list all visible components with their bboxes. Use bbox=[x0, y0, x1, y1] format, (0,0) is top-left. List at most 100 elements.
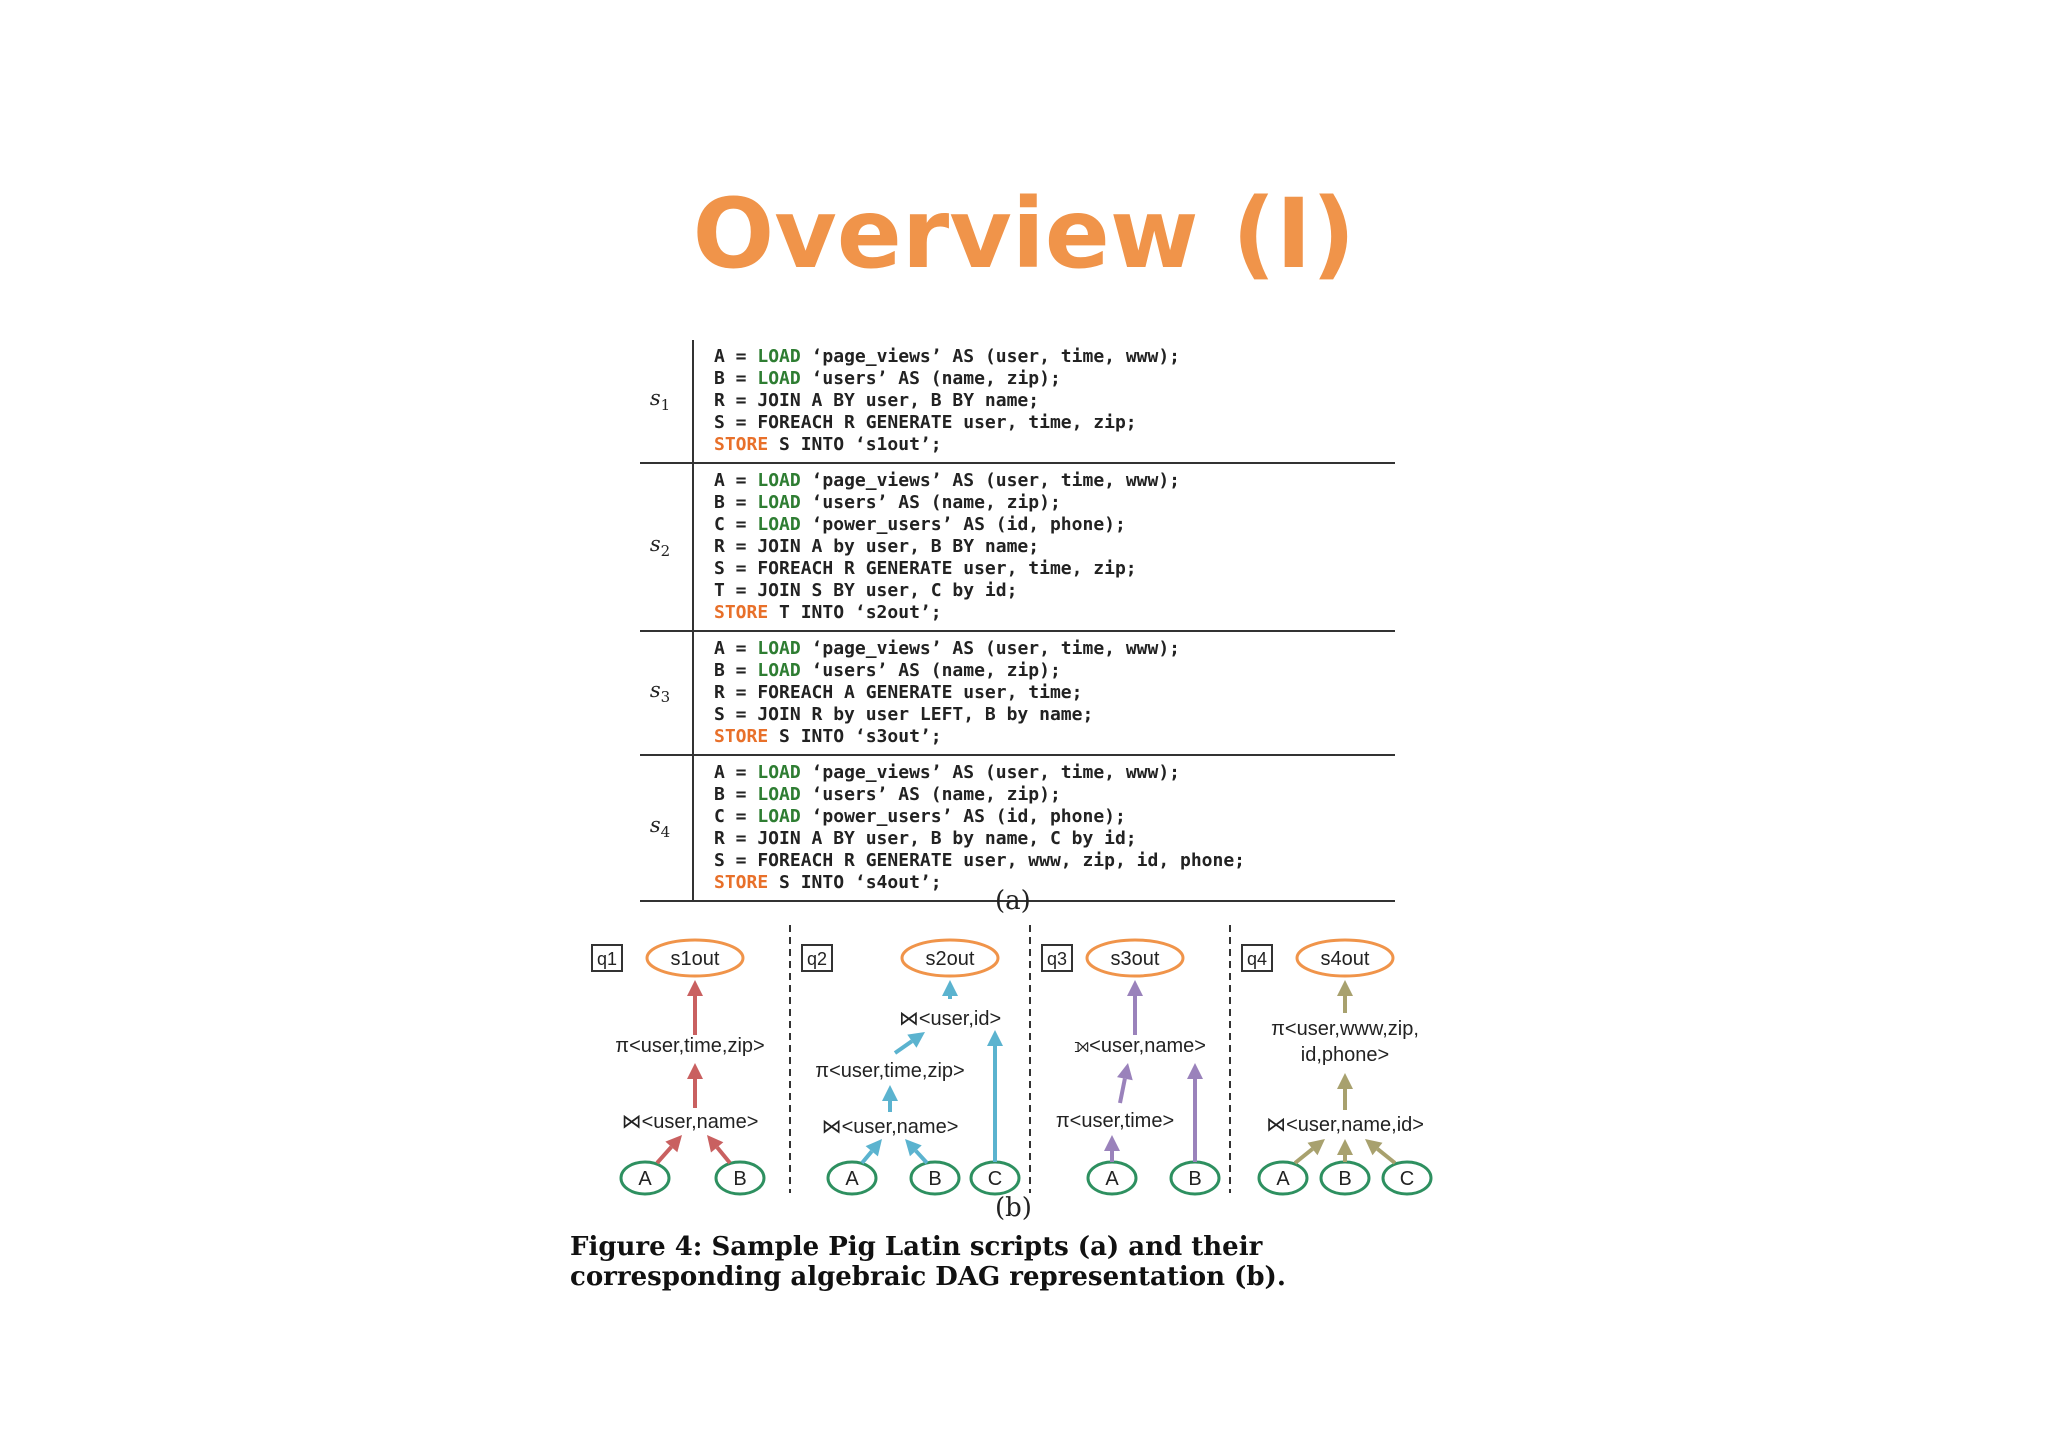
slide-title: Overview (I) bbox=[692, 178, 1356, 290]
edge-q1-a-join-head bbox=[665, 1135, 682, 1153]
edge-q2-a-join-head bbox=[865, 1139, 882, 1157]
join-node-q2-top: ⋈<user,id> bbox=[899, 1008, 1001, 1030]
code-line: A = LOAD ‘page_views’ AS (user, time, ww… bbox=[714, 470, 1181, 491]
output-node-s2out bbox=[900, 938, 1000, 978]
script-block-s3: s3 A = LOAD ‘page_views’ AS (user, time, … bbox=[640, 632, 1395, 756]
input-node-b-q3-label: B bbox=[1188, 1168, 1201, 1190]
query-box-q4 bbox=[1241, 944, 1273, 972]
edge-q3-proj-join-head bbox=[1117, 1063, 1133, 1081]
query-box-q3 bbox=[1041, 944, 1073, 972]
query-box-q1 bbox=[591, 944, 623, 972]
edge-q4-proj-out-head bbox=[1337, 980, 1353, 996]
code-line: STORE S INTO ‘s4out’; bbox=[714, 872, 942, 893]
edge-q2-c-join2-head bbox=[987, 1030, 1003, 1046]
edge-q3-join-out-head bbox=[1127, 980, 1143, 996]
query-box-q4-label: q4 bbox=[1247, 949, 1267, 969]
input-node-a-q4 bbox=[1257, 1160, 1309, 1196]
script-label: s2 bbox=[649, 532, 671, 561]
code-line: R = JOIN A BY user, B by name, C by id; bbox=[714, 828, 1137, 849]
code-line: R = JOIN A BY user, B BY name; bbox=[714, 390, 1040, 411]
output-node-s1out-label: s1out bbox=[671, 948, 720, 970]
script-label: s1 bbox=[649, 386, 671, 415]
output-node-s3out-label: s3out bbox=[1111, 948, 1160, 970]
code-line: R = FOREACH A GENERATE user, time; bbox=[714, 682, 1083, 703]
edge-q2-join-proj-head bbox=[882, 1085, 898, 1101]
code-line: R = JOIN A by user, B BY name; bbox=[714, 536, 1040, 557]
edge-q3-proj-join-shaft bbox=[1118, 1078, 1127, 1104]
edge-q4-c-join-head bbox=[1365, 1139, 1383, 1156]
input-node-b-q4-label: B bbox=[1338, 1168, 1351, 1190]
script-label: s4 bbox=[649, 813, 671, 842]
join-node-q4: ⋈<user,name,id> bbox=[1266, 1114, 1424, 1136]
script-block-s4: s4 A = LOAD ‘page_views’ AS (user, time, … bbox=[640, 756, 1395, 902]
edge-q1-b-join-head bbox=[707, 1135, 724, 1153]
code-line: T = JOIN S BY user, C by id; bbox=[714, 580, 1018, 601]
code-line: S = FOREACH R GENERATE user, time, zip; bbox=[714, 558, 1137, 579]
project-node-q2: π<user,time,zip> bbox=[815, 1060, 964, 1082]
join-node-q3: ⟕<user,name> bbox=[1074, 1035, 1206, 1057]
edge-q3-b-join-head bbox=[1187, 1063, 1203, 1079]
edge-q4-join-proj-head bbox=[1337, 1073, 1353, 1089]
project-node-q3: π<user,time> bbox=[1056, 1110, 1174, 1132]
query-box-q2 bbox=[801, 944, 833, 972]
input-node-a-q1-label: A bbox=[638, 1168, 652, 1190]
output-node-s3out bbox=[1085, 938, 1185, 978]
project-node-q4-line1: π<user,www,zip, bbox=[1271, 1018, 1419, 1040]
input-node-b-q1 bbox=[714, 1160, 766, 1196]
script-block-s2: s2 A = LOAD ‘page_views’ AS (user, time, … bbox=[640, 464, 1395, 632]
project-node-q4-line2: id,phone> bbox=[1301, 1044, 1389, 1066]
code-line: B = LOAD ‘users’ AS (name, zip); bbox=[714, 492, 1061, 513]
join-node-q1: ⋈<user,name> bbox=[622, 1111, 759, 1133]
dag-caption: (b) bbox=[995, 1193, 1032, 1223]
input-node-a-q4-label: A bbox=[1276, 1168, 1290, 1190]
pig-latin-scripts-table: s1 A = LOAD ‘page_views’ AS (user, time, … bbox=[640, 340, 1395, 902]
code-line: B = LOAD ‘users’ AS (name, zip); bbox=[714, 660, 1061, 681]
input-node-c-q2-label: C bbox=[988, 1168, 1002, 1190]
edge-q1-b-join-shaft bbox=[715, 1146, 732, 1165]
code-line: C = LOAD ‘power_users’ AS (id, phone); bbox=[714, 806, 1126, 827]
edge-q2-proj-join2-head bbox=[907, 1032, 925, 1048]
code-line: S = FOREACH R GENERATE user, time, zip; bbox=[714, 412, 1137, 433]
script-label: s3 bbox=[649, 678, 671, 707]
edge-q4-b-join-head bbox=[1337, 1139, 1353, 1155]
query-box-q2-label: q2 bbox=[807, 949, 827, 969]
input-node-c-q4-label: C bbox=[1400, 1168, 1414, 1190]
edge-q2-join2-out-head bbox=[942, 980, 958, 996]
code-line: B = LOAD ‘users’ AS (name, zip); bbox=[714, 784, 1061, 805]
input-node-a-q2-label: A bbox=[845, 1168, 859, 1190]
algebraic-dag-figure: q1 s1out π<user,time,zip> ⋈<user,name> A Bq2 s… bbox=[591, 925, 1433, 1196]
code-line: STORE S INTO ‘s3out’; bbox=[714, 726, 942, 747]
edge-q1-a-join-shaft bbox=[655, 1145, 673, 1165]
code-line: B = LOAD ‘users’ AS (name, zip); bbox=[714, 368, 1061, 389]
figure-caption: Figure 4: Sample Pig Latin scripts (a) a… bbox=[570, 1232, 1286, 1292]
edge-q4-a-join-head bbox=[1307, 1139, 1325, 1156]
edge-q2-b-join-head bbox=[905, 1139, 922, 1157]
query-box-q1-label: q1 bbox=[597, 949, 617, 969]
input-node-b-q2 bbox=[909, 1160, 961, 1196]
output-node-s4out-label: s4out bbox=[1321, 948, 1370, 970]
input-node-c-q4 bbox=[1381, 1160, 1433, 1196]
query-box-q3-label: q3 bbox=[1047, 949, 1067, 969]
code-line: S = FOREACH R GENERATE user, www, zip, i… bbox=[714, 850, 1246, 871]
join-node-q2: ⋈<user,name> bbox=[822, 1116, 959, 1138]
edge-q2-a-join-shaft bbox=[860, 1150, 874, 1165]
output-node-s1out bbox=[645, 938, 745, 978]
output-node-s4out bbox=[1295, 938, 1395, 978]
edge-q4-a-join-shaft bbox=[1293, 1147, 1314, 1165]
edge-q1-proj-out-head bbox=[687, 980, 703, 996]
input-node-a-q2 bbox=[826, 1160, 878, 1196]
code-line: A = LOAD ‘page_views’ AS (user, time, ww… bbox=[714, 762, 1181, 783]
input-node-a-q1 bbox=[619, 1160, 671, 1196]
table-caption: (a) bbox=[995, 886, 1031, 916]
edge-q4-c-join-shaft bbox=[1376, 1147, 1397, 1165]
code-line: C = LOAD ‘power_users’ AS (id, phone); bbox=[714, 514, 1126, 535]
edge-q3-a-proj-head bbox=[1104, 1135, 1120, 1151]
code-line: STORE S INTO ‘s1out’; bbox=[714, 434, 942, 455]
output-node-s2out-label: s2out bbox=[926, 948, 975, 970]
code-line: A = LOAD ‘page_views’ AS (user, time, ww… bbox=[714, 638, 1181, 659]
input-node-b-q2-label: B bbox=[928, 1168, 941, 1190]
edge-q1-join-proj-head bbox=[687, 1063, 703, 1079]
code-line: S = JOIN R by user LEFT, B by name; bbox=[714, 704, 1094, 725]
script-block-s1: s1 A = LOAD ‘page_views’ AS (user, time, … bbox=[640, 340, 1395, 464]
code-line: A = LOAD ‘page_views’ AS (user, time, ww… bbox=[714, 346, 1181, 367]
